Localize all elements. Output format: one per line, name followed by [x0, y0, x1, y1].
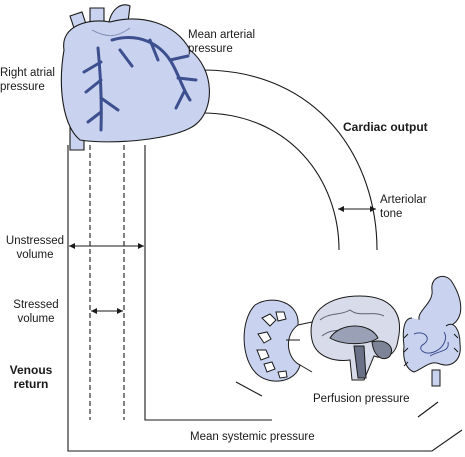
- mean-systemic-pressure-label: Mean systemic pressure: [190, 431, 315, 443]
- perfusion-right-line: [417, 401, 439, 418]
- stomach-intestine-illustration: [402, 275, 462, 387]
- arteriolar-tone-label: Arteriolar tone: [380, 194, 427, 220]
- heart-illustration: [60, 4, 210, 151]
- arterial-inner-arc: [201, 112, 340, 251]
- arterial-outer-arc: [201, 69, 378, 251]
- stressed-volume-label: Stressed volume: [13, 299, 59, 325]
- mean-arterial-pressure-label: Mean arterial pressure: [188, 29, 256, 55]
- perfusion-pressure-label: Perfusion pressure: [313, 393, 410, 405]
- right-atrial-pressure-label: Right atrial pressure: [0, 67, 55, 93]
- mean-systemic-pressure-line: [67, 145, 463, 452]
- venous-return-line: [144, 145, 272, 421]
- unstressed-volume-label: Unstressed volume: [5, 235, 65, 261]
- kidney-illustration: [243, 299, 313, 382]
- cardiac-output-label: Cardiac output: [343, 120, 428, 134]
- brain-illustration: [310, 295, 400, 381]
- perfusion-left-line: [235, 381, 263, 397]
- venous-return-label: Venous return: [9, 363, 53, 391]
